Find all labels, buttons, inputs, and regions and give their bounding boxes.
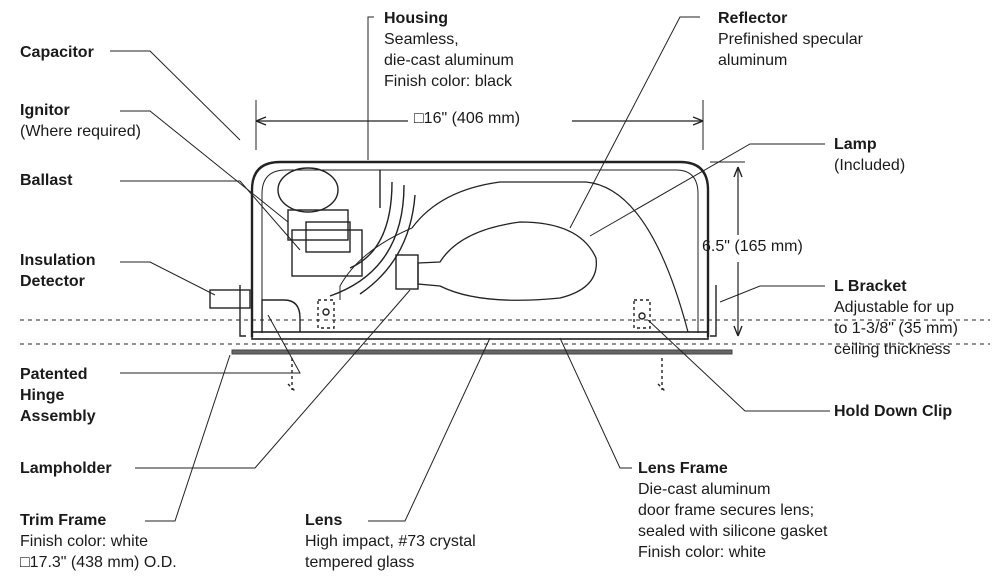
hold-down-clip-right xyxy=(633,299,651,329)
lampholder-title: Lampholder xyxy=(20,460,112,477)
screw-right xyxy=(657,358,667,393)
trim-frame-bar xyxy=(231,349,733,355)
lens-title: Lens xyxy=(305,512,343,529)
ignitor-desc-0: (Where required) xyxy=(20,123,141,140)
reflector-desc-0: Prefinished specular xyxy=(718,31,863,48)
screw-left xyxy=(287,358,297,393)
callout-reflector: Reflector Prefinished specular aluminum xyxy=(718,8,863,71)
l-bracket-desc-0: Adjustable for up xyxy=(834,299,955,316)
callout-trim-frame: Trim Frame Finish color: white □17.3" (4… xyxy=(20,510,177,573)
lens-frame-title: Lens Frame xyxy=(638,460,728,477)
reflector-desc-1: aluminum xyxy=(718,52,788,69)
callout-l-bracket: L Bracket Adjustable for up to 1-3/8" (3… xyxy=(834,276,958,360)
lens-frame-desc-2: sealed with silicone gasket xyxy=(638,523,828,540)
leader-lines xyxy=(110,16,830,522)
lens-desc-1: tempered glass xyxy=(305,554,415,571)
callout-insulation-detector: Insulation Detector xyxy=(20,250,96,292)
l-bracket-left xyxy=(239,285,246,337)
hold-down-clip-title: Hold Down Clip xyxy=(834,403,953,420)
ignitor-shape xyxy=(287,209,349,241)
hold-down-clip-left xyxy=(317,299,335,329)
callout-housing: Housing Seamless, die-cast aluminum Fini… xyxy=(384,8,514,92)
height-dimension-label: 6.5" (165 mm) xyxy=(702,238,803,255)
callout-lampholder: Lampholder xyxy=(20,458,112,479)
l-bracket-desc-1: to 1-3/8" (35 mm) xyxy=(834,320,958,337)
l-bracket-right xyxy=(710,285,717,337)
capacitor-title: Capacitor xyxy=(20,44,94,61)
callout-ballast: Ballast xyxy=(20,170,72,191)
reflector-title: Reflector xyxy=(718,10,788,27)
wiring xyxy=(329,170,416,297)
trim-frame-title: Trim Frame xyxy=(20,512,107,529)
housing-outline xyxy=(250,160,710,337)
housing-inner xyxy=(261,169,699,333)
reflector-left xyxy=(339,227,413,300)
lamp-title: Lamp xyxy=(834,136,877,153)
lens-frame-desc-0: Die-cast aluminum xyxy=(638,481,771,498)
trim-frame-desc-1: □17.3" (438 mm) O.D. xyxy=(20,554,177,571)
housing-title: Housing xyxy=(384,10,448,27)
insulation-detector-shape xyxy=(209,289,251,309)
hinge-title-0: Patented xyxy=(20,366,88,383)
callout-capacitor: Capacitor xyxy=(20,42,94,63)
callout-lens: Lens High impact, #73 crystal tempered g… xyxy=(305,510,476,573)
lampholder-shape xyxy=(395,254,419,290)
insulation-detector-title-0: Insulation xyxy=(20,252,96,269)
callout-ignitor: Ignitor (Where required) xyxy=(20,100,141,142)
capacitor-shape xyxy=(277,167,339,213)
width-dimension-label: □16" (406 mm) xyxy=(414,110,521,127)
lens-frame-desc-1: door frame secures lens; xyxy=(638,502,815,519)
callout-lamp: Lamp (Included) xyxy=(834,134,905,176)
lamp-desc-0: (Included) xyxy=(834,157,906,174)
lens-frame-bar xyxy=(251,331,709,340)
lens-desc-0: High impact, #73 crystal xyxy=(305,533,476,550)
callout-lens-frame: Lens Frame Die-cast aluminum door frame … xyxy=(638,458,827,563)
lens-frame-desc-3: Finish color: white xyxy=(638,544,767,561)
ignitor-title: Ignitor xyxy=(20,102,70,119)
housing-desc-2: Finish color: black xyxy=(384,73,513,90)
hinge-title-1: Hinge xyxy=(20,387,65,404)
trim-frame-desc-0: Finish color: white xyxy=(20,533,149,550)
housing-desc-1: die-cast aluminum xyxy=(384,52,514,69)
insulation-detector-title-1: Detector xyxy=(20,273,85,290)
hinge-shape xyxy=(261,299,301,332)
reflector-shape xyxy=(411,181,689,333)
callout-hold-down-clip: Hold Down Clip xyxy=(834,401,952,422)
lamp-shape xyxy=(417,221,597,301)
callout-hinge: Patented Hinge Assembly xyxy=(20,364,96,427)
l-bracket-title: L Bracket xyxy=(834,278,907,295)
housing-desc-0: Seamless, xyxy=(384,31,459,48)
hinge-title-2: Assembly xyxy=(20,408,96,425)
ballast-title: Ballast xyxy=(20,172,73,189)
ballast-shape xyxy=(291,229,363,277)
l-bracket-desc-2: ceiling thickness xyxy=(834,341,951,358)
